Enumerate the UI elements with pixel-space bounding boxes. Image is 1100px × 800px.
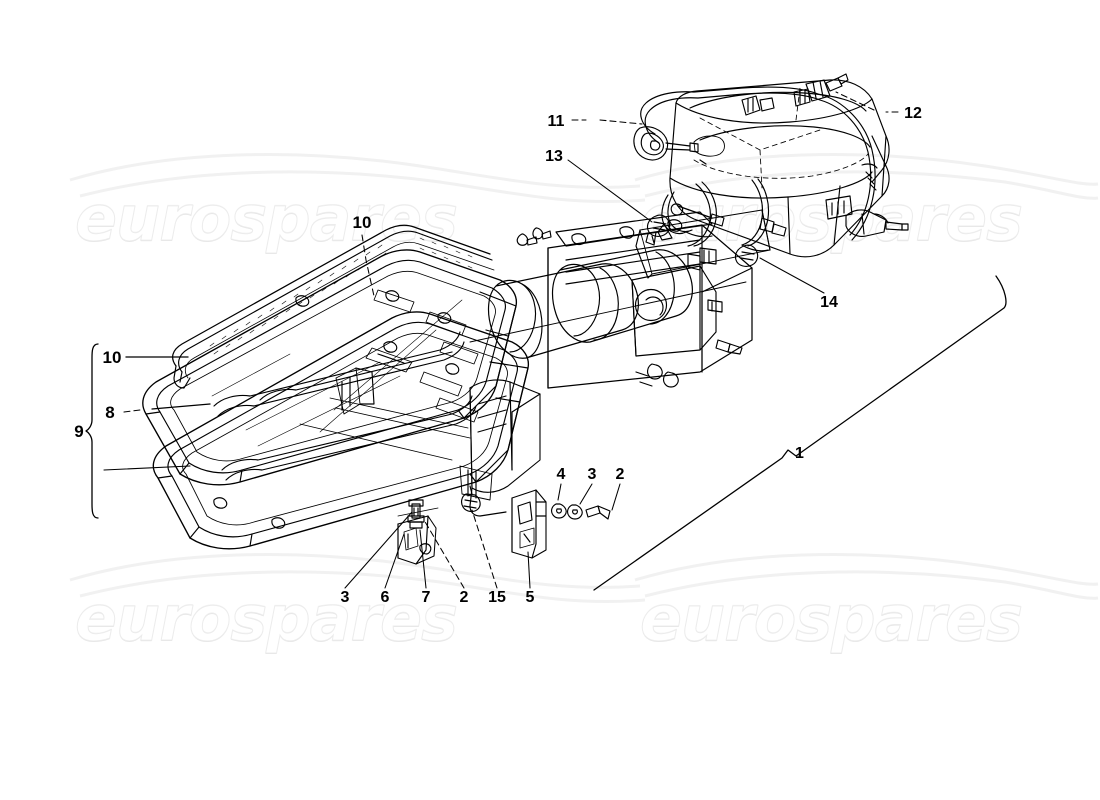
callout-14-linkage-right: 14 [820, 294, 838, 311]
drive-cable [633, 86, 876, 241]
callout-12-latch-hardware: 12 [904, 105, 922, 122]
leader-lines [85, 91, 1007, 591]
callout-15-pivot-pin: 15 [488, 589, 506, 606]
headliner-cassette [669, 79, 909, 258]
callout-1-assembly-bracket: 1 [795, 445, 804, 462]
callout-7-stud: 7 [422, 589, 431, 606]
callout-2-screw-bottom: 2 [460, 589, 469, 606]
callout-2-screw-top: 2 [616, 466, 625, 483]
callout-10-seal-top: 10 [353, 213, 372, 232]
callout-9-panel-group: 9 [74, 422, 83, 441]
callout-labels: 1 2 3 4 3 6 7 2 15 5 8 9 10 10 11 12 13 … [74, 105, 922, 606]
callout-13-linkage-left: 13 [545, 148, 563, 165]
sunroof-frame [152, 311, 541, 550]
callout-3-washer-bottom: 3 [341, 589, 350, 606]
sunroof-panel [142, 249, 518, 486]
bottom-hardware-group [397, 485, 611, 565]
weatherstrip-seal [172, 224, 495, 389]
callout-10-seal-left: 10 [103, 348, 122, 367]
callout-8-roof-panel: 8 [105, 403, 114, 422]
callout-11-cable: 11 [548, 113, 565, 130]
callout-6-guide-block: 6 [381, 589, 390, 606]
callout-5-support-bracket: 5 [526, 589, 535, 606]
callout-4-nut: 4 [557, 466, 566, 483]
drive-motor-assembly [469, 211, 753, 389]
lift-linkage-assembly [635, 178, 787, 279]
callout-3-washer-top: 3 [588, 466, 597, 483]
latch-hardware [741, 73, 849, 116]
